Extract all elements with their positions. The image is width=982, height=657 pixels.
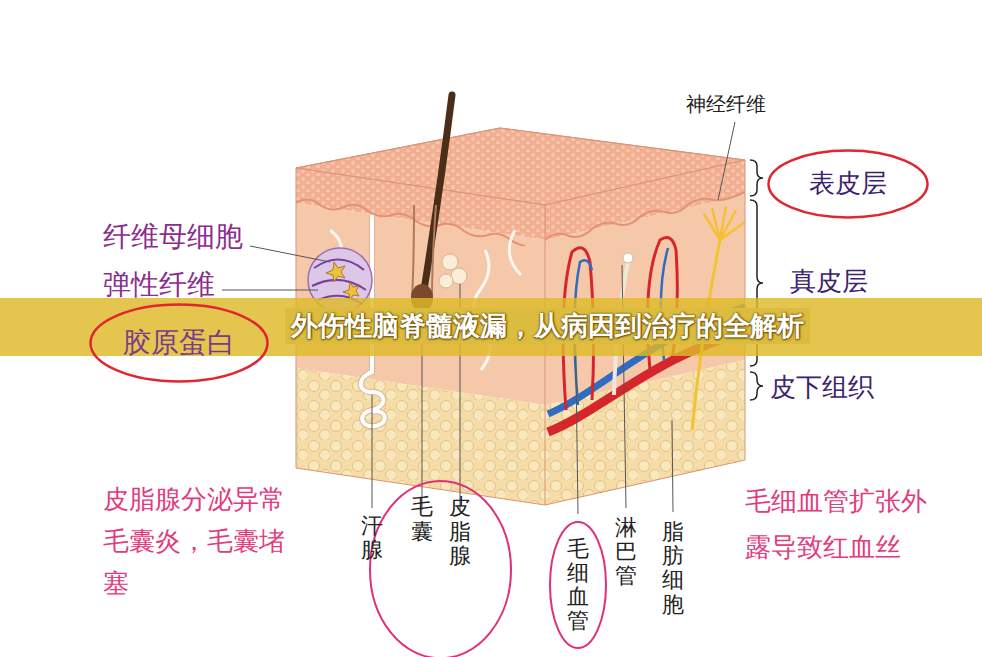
illustration-part	[296, 199, 525, 245]
illustration-part	[623, 253, 633, 263]
illustration-part	[545, 360, 745, 512]
part-label: 神经纤维	[686, 92, 766, 116]
illustration-part	[326, 262, 345, 282]
illustration-part	[672, 420, 673, 512]
node-label: 皮脂腺	[449, 495, 471, 568]
node-label: 毛细血管	[567, 537, 589, 634]
layer-label: 皮下组织	[770, 372, 874, 403]
illustration-part	[296, 368, 545, 512]
part-label: 脂肪细胞	[662, 520, 684, 617]
illustration-part	[718, 122, 735, 200]
layer-label: 真皮层	[790, 266, 868, 297]
illustration-part	[372, 395, 373, 508]
illustration-part	[750, 372, 763, 400]
node-label: 表皮层	[809, 168, 887, 199]
layer-brackets	[750, 160, 763, 400]
ellipse-callout: 毛囊皮脂腺	[368, 479, 513, 657]
hair-follicle	[411, 95, 467, 312]
ellipse-outline	[91, 305, 268, 382]
illustration-part	[439, 274, 453, 288]
illustration-part	[704, 206, 745, 240]
illustration-part	[250, 246, 330, 262]
ellipse-outline	[769, 151, 928, 218]
illustration-part	[750, 160, 763, 196]
banner-title: 外伤性脑脊髓液漏，从病因到治疗的全解析	[285, 308, 810, 344]
illustration-part	[222, 290, 318, 291]
node-label: 胶原蛋白	[123, 326, 235, 360]
part-label: 淋巴管	[615, 516, 637, 589]
node-label: 毛囊	[411, 495, 433, 543]
note-text: 皮脂腺分泌异常毛囊炎，毛囊堵塞	[103, 478, 291, 604]
part-label: 汗腺	[361, 514, 383, 562]
ellipse-callout: 毛细血管	[548, 520, 608, 650]
illustration-part	[442, 254, 458, 270]
ellipse-outline	[370, 481, 511, 657]
part-label: 弹性纤维	[103, 268, 215, 302]
illustration-part	[545, 192, 745, 240]
part-label: 纤维母细胞	[103, 220, 243, 254]
ellipse-callout: 胶原蛋白	[88, 302, 270, 384]
ellipse-outline	[550, 522, 606, 648]
note-text: 毛细血管扩张外露导致红血丝	[745, 478, 933, 570]
ellipse-callout: 表皮层	[766, 148, 930, 220]
ellipse-outline	[368, 479, 513, 657]
